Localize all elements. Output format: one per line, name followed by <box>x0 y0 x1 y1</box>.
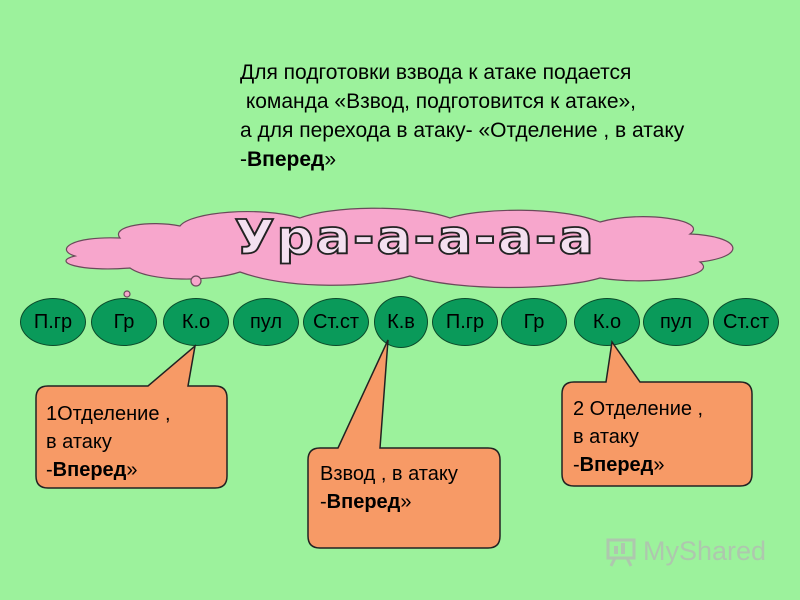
quote-close: » <box>653 454 665 476</box>
node-gr-2: Гр <box>501 298 567 346</box>
shout-text: Ура-а-а-а-а <box>233 210 596 266</box>
bold-word: Вперед <box>52 459 127 481</box>
node-pul-1: пул <box>233 298 299 346</box>
callout-platoon-line2: -Вперед» <box>320 488 458 516</box>
callout-squad1-shape <box>35 344 228 489</box>
node-pgr-2: П.гр <box>432 298 498 346</box>
callout-platoon-line1: Взвод , в атаку <box>320 463 458 485</box>
callout-platoon: Взвод , в атаку -Вперед» <box>320 460 458 516</box>
callout-squad1-line1: 1Отделение , <box>46 403 171 425</box>
quote-close: » <box>400 491 412 513</box>
node-kv: К.в <box>374 296 428 348</box>
watermark-text: MyShared <box>643 536 767 566</box>
intro-text: Для подготовки взвода к атаке подается к… <box>240 58 780 174</box>
intro-line-1: Для подготовки взвода к атаке подается <box>240 61 632 84</box>
node-stst-2: Ст.ст <box>713 298 779 346</box>
node-stst-1: Ст.ст <box>303 298 369 346</box>
intro-dash: - <box>240 148 247 171</box>
cloud-dot-1 <box>190 275 202 287</box>
intro-line-4: -Вперед» <box>240 145 780 174</box>
node-gr-1: Гр <box>91 298 157 346</box>
node-pul-2: пул <box>643 298 709 346</box>
presentation-board-icon <box>606 538 636 567</box>
node-pgr-1: П.гр <box>20 298 86 346</box>
callout-squad1-line3: -Вперед» <box>46 456 171 484</box>
node-ko-1: К.о <box>163 298 229 346</box>
dash: - <box>46 459 53 481</box>
bold-word: Вперед <box>326 491 401 513</box>
quote-close: » <box>126 459 138 481</box>
cloud-dot-2 <box>123 290 131 298</box>
dash: - <box>573 454 580 476</box>
callout-squad1-line2: в атаку <box>46 431 112 453</box>
callout-squad2-line1: 2 Отделение , <box>573 398 704 420</box>
callout-squad2-line3: -Вперед» <box>573 451 703 479</box>
node-ko-2: К.о <box>574 298 640 346</box>
intro-line-3: а для перехода в атаку- «Отделение , в а… <box>240 119 685 142</box>
watermark: MyShared <box>605 536 766 567</box>
intro-bold-word: Вперед <box>247 148 325 171</box>
callout-squad2-shape <box>561 340 753 487</box>
callout-squad2-line2: в атаку <box>573 426 639 448</box>
callout-squad2: 2 Отделение , в атаку -Вперед» <box>573 395 703 479</box>
dash: - <box>320 491 327 513</box>
bold-word: Вперед <box>579 454 654 476</box>
callout-platoon-shape <box>307 339 501 549</box>
intro-quote-close: » <box>324 148 337 171</box>
callout-squad1: 1Отделение , в атаку -Вперед» <box>46 400 171 484</box>
intro-line-2: команда «Взвод, подготовится к атаке», <box>240 90 637 113</box>
